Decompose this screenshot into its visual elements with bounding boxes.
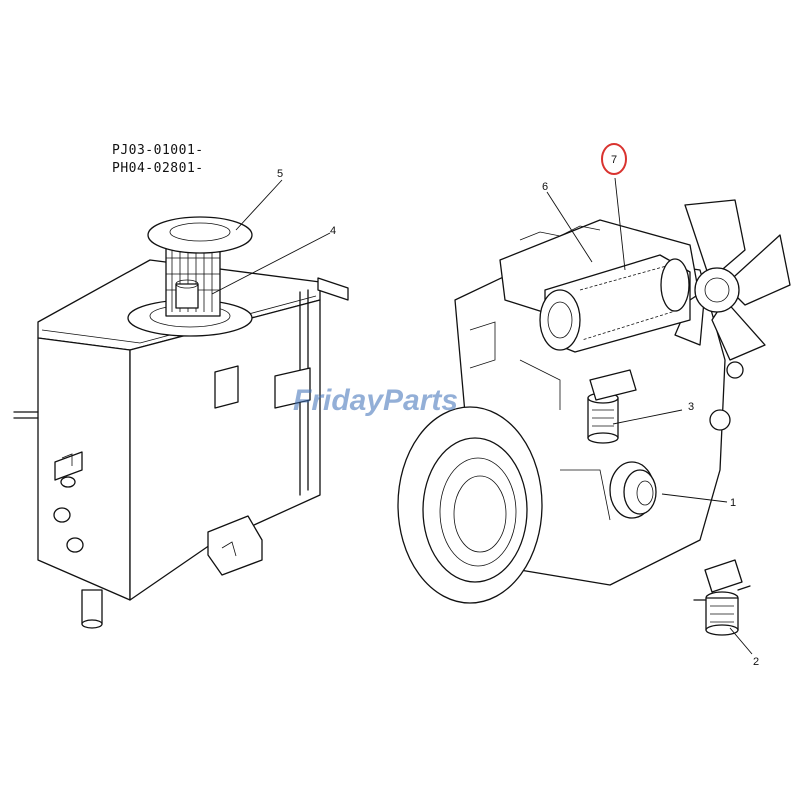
callout-2: 2 — [753, 656, 759, 668]
engine-assembly — [397, 199, 791, 604]
serial-range-2: PH04-02801- — [112, 161, 204, 176]
serial-range-1: PJ03-01001- — [112, 143, 204, 158]
callout-4: 4 — [330, 225, 336, 237]
watermark-text-b: Parts — [383, 384, 458, 417]
watermark: FridayParts — [293, 384, 458, 417]
callout-1: 1 — [730, 497, 736, 509]
callout-7: 7 — [611, 154, 617, 166]
callout-6: 6 — [542, 181, 548, 193]
fan-icon — [674, 199, 791, 361]
fuel-filter-part-2 — [693, 559, 751, 636]
hydraulic-tank — [13, 216, 349, 629]
callout-5: 5 — [277, 168, 283, 180]
highlight-circle — [601, 143, 627, 175]
leader-lines — [211, 177, 753, 655]
watermark-text-a: Friday — [293, 384, 384, 417]
callout-3: 3 — [688, 401, 694, 413]
